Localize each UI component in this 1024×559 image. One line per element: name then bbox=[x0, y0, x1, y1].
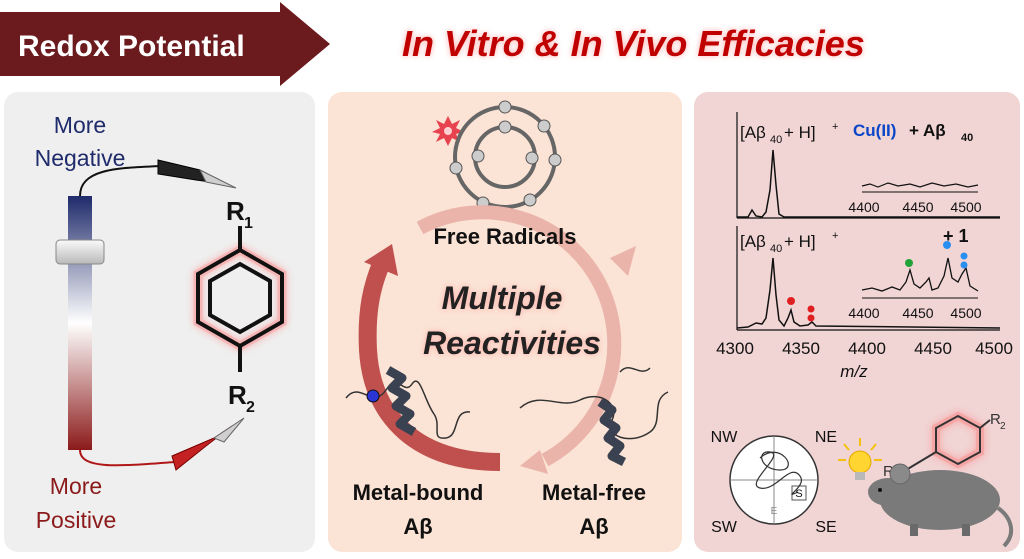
bottom-ion-subscript: 40 bbox=[770, 243, 782, 255]
top-inset-tick-1: 4400 bbox=[848, 199, 879, 215]
more-positive-line1: More bbox=[50, 473, 102, 499]
bottom-ion-superscript: + bbox=[832, 230, 838, 242]
main-tick-4350: 4350 bbox=[782, 339, 820, 358]
mouse-r1-label: R bbox=[883, 463, 894, 480]
green-marker bbox=[905, 259, 913, 267]
lightbulb-icon bbox=[838, 438, 882, 480]
reactivities-glow: Reactivities bbox=[423, 325, 601, 361]
r1-label: R bbox=[226, 196, 245, 226]
alligator-clip-icon bbox=[157, 159, 237, 189]
r2-subscript: 2 bbox=[246, 399, 255, 416]
blue-marker-2 bbox=[960, 252, 968, 260]
redox-arrow-shape bbox=[0, 2, 330, 86]
bottom-spectrum: [Aβ 40 + H] + + 1 4400 4450 4500 bbox=[736, 226, 1001, 331]
maze-swim-path bbox=[755, 451, 803, 495]
center-panel: Free Radicals Multiple Multiple Reactivi… bbox=[328, 92, 682, 552]
bottom-condition-label: + 1 bbox=[943, 226, 969, 246]
title-glow: In Vitro & In Vivo Efficacies bbox=[402, 23, 865, 64]
top-inset-tick-3: 4500 bbox=[950, 199, 981, 215]
potential-gradient-bar bbox=[68, 196, 92, 450]
mouse-molecule: R 2 R 1 bbox=[883, 411, 1006, 484]
red-marker-1 bbox=[787, 297, 795, 305]
redox-potential-label: Redox Potential bbox=[18, 30, 245, 63]
left-panel: More Negative More Positive R 1 R 2 bbox=[4, 92, 315, 552]
potential-slider bbox=[55, 239, 105, 265]
right-panel: [Aβ 40 + H] + Cu(II) + Aβ 40 4400 4450 4… bbox=[694, 92, 1020, 552]
main-tick-4500: 4500 bbox=[975, 339, 1013, 358]
cycle-red-arc bbox=[358, 258, 501, 471]
bottom-ion-rest: + H] bbox=[784, 232, 816, 251]
bottom-ion-label: [Aβ bbox=[740, 232, 766, 251]
top-ion-superscript: + bbox=[832, 121, 838, 133]
top-condition-cu: Cu(II) bbox=[853, 121, 896, 140]
main-tick-4450: 4450 bbox=[914, 339, 952, 358]
cycle-pink-arrowhead-1 bbox=[610, 246, 636, 276]
top-inset-tick-2: 4450 bbox=[902, 199, 933, 215]
maze-se-label: SE bbox=[815, 519, 836, 536]
reactivities-label: Reactivities bbox=[423, 325, 601, 361]
metal-free-line2: Aβ bbox=[579, 514, 608, 539]
metal-bound-line2: Aβ bbox=[403, 514, 432, 539]
blue-marker-1 bbox=[943, 241, 951, 249]
maze-s-mark: S bbox=[795, 488, 802, 500]
cycle-pink-arc bbox=[416, 205, 622, 467]
radical-rings bbox=[449, 100, 562, 210]
maze-nw-label: NW bbox=[711, 429, 739, 446]
more-negative-line2: Negative bbox=[35, 145, 126, 171]
top-ion-subscript: 40 bbox=[770, 134, 782, 146]
blue-marker-3 bbox=[960, 261, 968, 269]
metal-ion-marker bbox=[366, 389, 380, 403]
main-tick-4400: 4400 bbox=[848, 339, 886, 358]
free-radicals-label: Free Radicals bbox=[433, 224, 576, 249]
r2-label: R bbox=[228, 380, 247, 410]
mouse-r2-subscript: 2 bbox=[1000, 421, 1006, 432]
metal-bound-peptide bbox=[345, 366, 471, 439]
metal-free-line1: Metal-free bbox=[542, 480, 646, 505]
metal-free-peptide bbox=[519, 366, 669, 467]
maze-ne-label: NE bbox=[815, 429, 837, 446]
maze-e-mark: E bbox=[771, 506, 778, 517]
main-tick-4300: 4300 bbox=[716, 339, 754, 358]
red-marker-3 bbox=[807, 314, 815, 322]
efficacies-title: In Vitro & In Vivo Efficacies bbox=[402, 23, 865, 64]
top-ion-rest: + H] bbox=[784, 123, 816, 142]
cycle-red-arrowhead bbox=[364, 244, 398, 276]
red-wire bbox=[79, 449, 176, 467]
mz-axis-label: m/z bbox=[840, 362, 868, 381]
metal-bound-line1: Metal-bound bbox=[353, 480, 484, 505]
top-condition-plus: + Aβ bbox=[909, 121, 946, 140]
water-maze: NW NE SW SE E S bbox=[711, 429, 837, 536]
top-ion-label: [Aβ bbox=[740, 123, 766, 142]
red-clip-icon bbox=[171, 417, 245, 471]
bottom-inset-tick-2: 4450 bbox=[902, 305, 933, 321]
maze-sw-label: SW bbox=[711, 519, 738, 536]
multiple-glow: Multiple bbox=[442, 280, 563, 316]
bottom-inset-tick-1: 4400 bbox=[848, 305, 879, 321]
main-x-axis: 4300 4350 4400 4450 4500 m/z bbox=[716, 339, 1013, 381]
r1-subscript: 1 bbox=[244, 215, 253, 232]
mouse-icon bbox=[868, 463, 1014, 548]
top-condition-subscript: 40 bbox=[961, 132, 973, 144]
more-negative-line1: More bbox=[54, 112, 106, 138]
mouse-r2-label: R bbox=[990, 411, 1001, 428]
starburst-icon bbox=[432, 116, 464, 146]
cycle-pink-arrowhead-2 bbox=[520, 450, 548, 474]
header: Redox Potential In Vitro & In Vivo Effic… bbox=[0, 2, 865, 86]
more-positive-line2: Positive bbox=[36, 507, 117, 533]
red-marker-2 bbox=[807, 305, 815, 313]
multiple-label: Multiple bbox=[442, 280, 563, 316]
top-spectrum: [Aβ 40 + H] + Cu(II) + Aβ 40 4400 4450 4… bbox=[736, 112, 1000, 219]
bottom-inset-tick-3: 4500 bbox=[950, 305, 981, 321]
black-wire bbox=[79, 165, 161, 197]
benzene-ring bbox=[193, 226, 287, 372]
